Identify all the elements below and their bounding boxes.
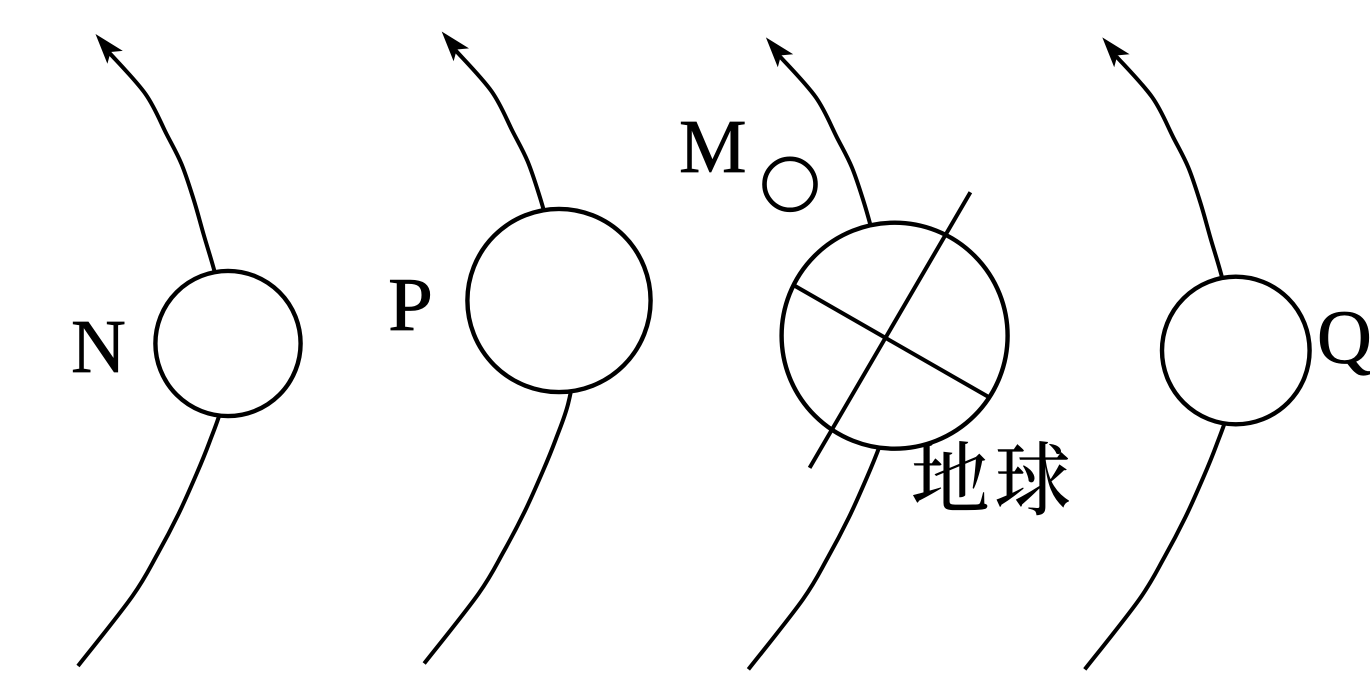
svg-text:Q: Q — [1317, 296, 1370, 380]
svg-text:P: P — [388, 263, 433, 347]
svg-text:N: N — [71, 305, 126, 389]
svg-text:M: M — [679, 105, 747, 189]
